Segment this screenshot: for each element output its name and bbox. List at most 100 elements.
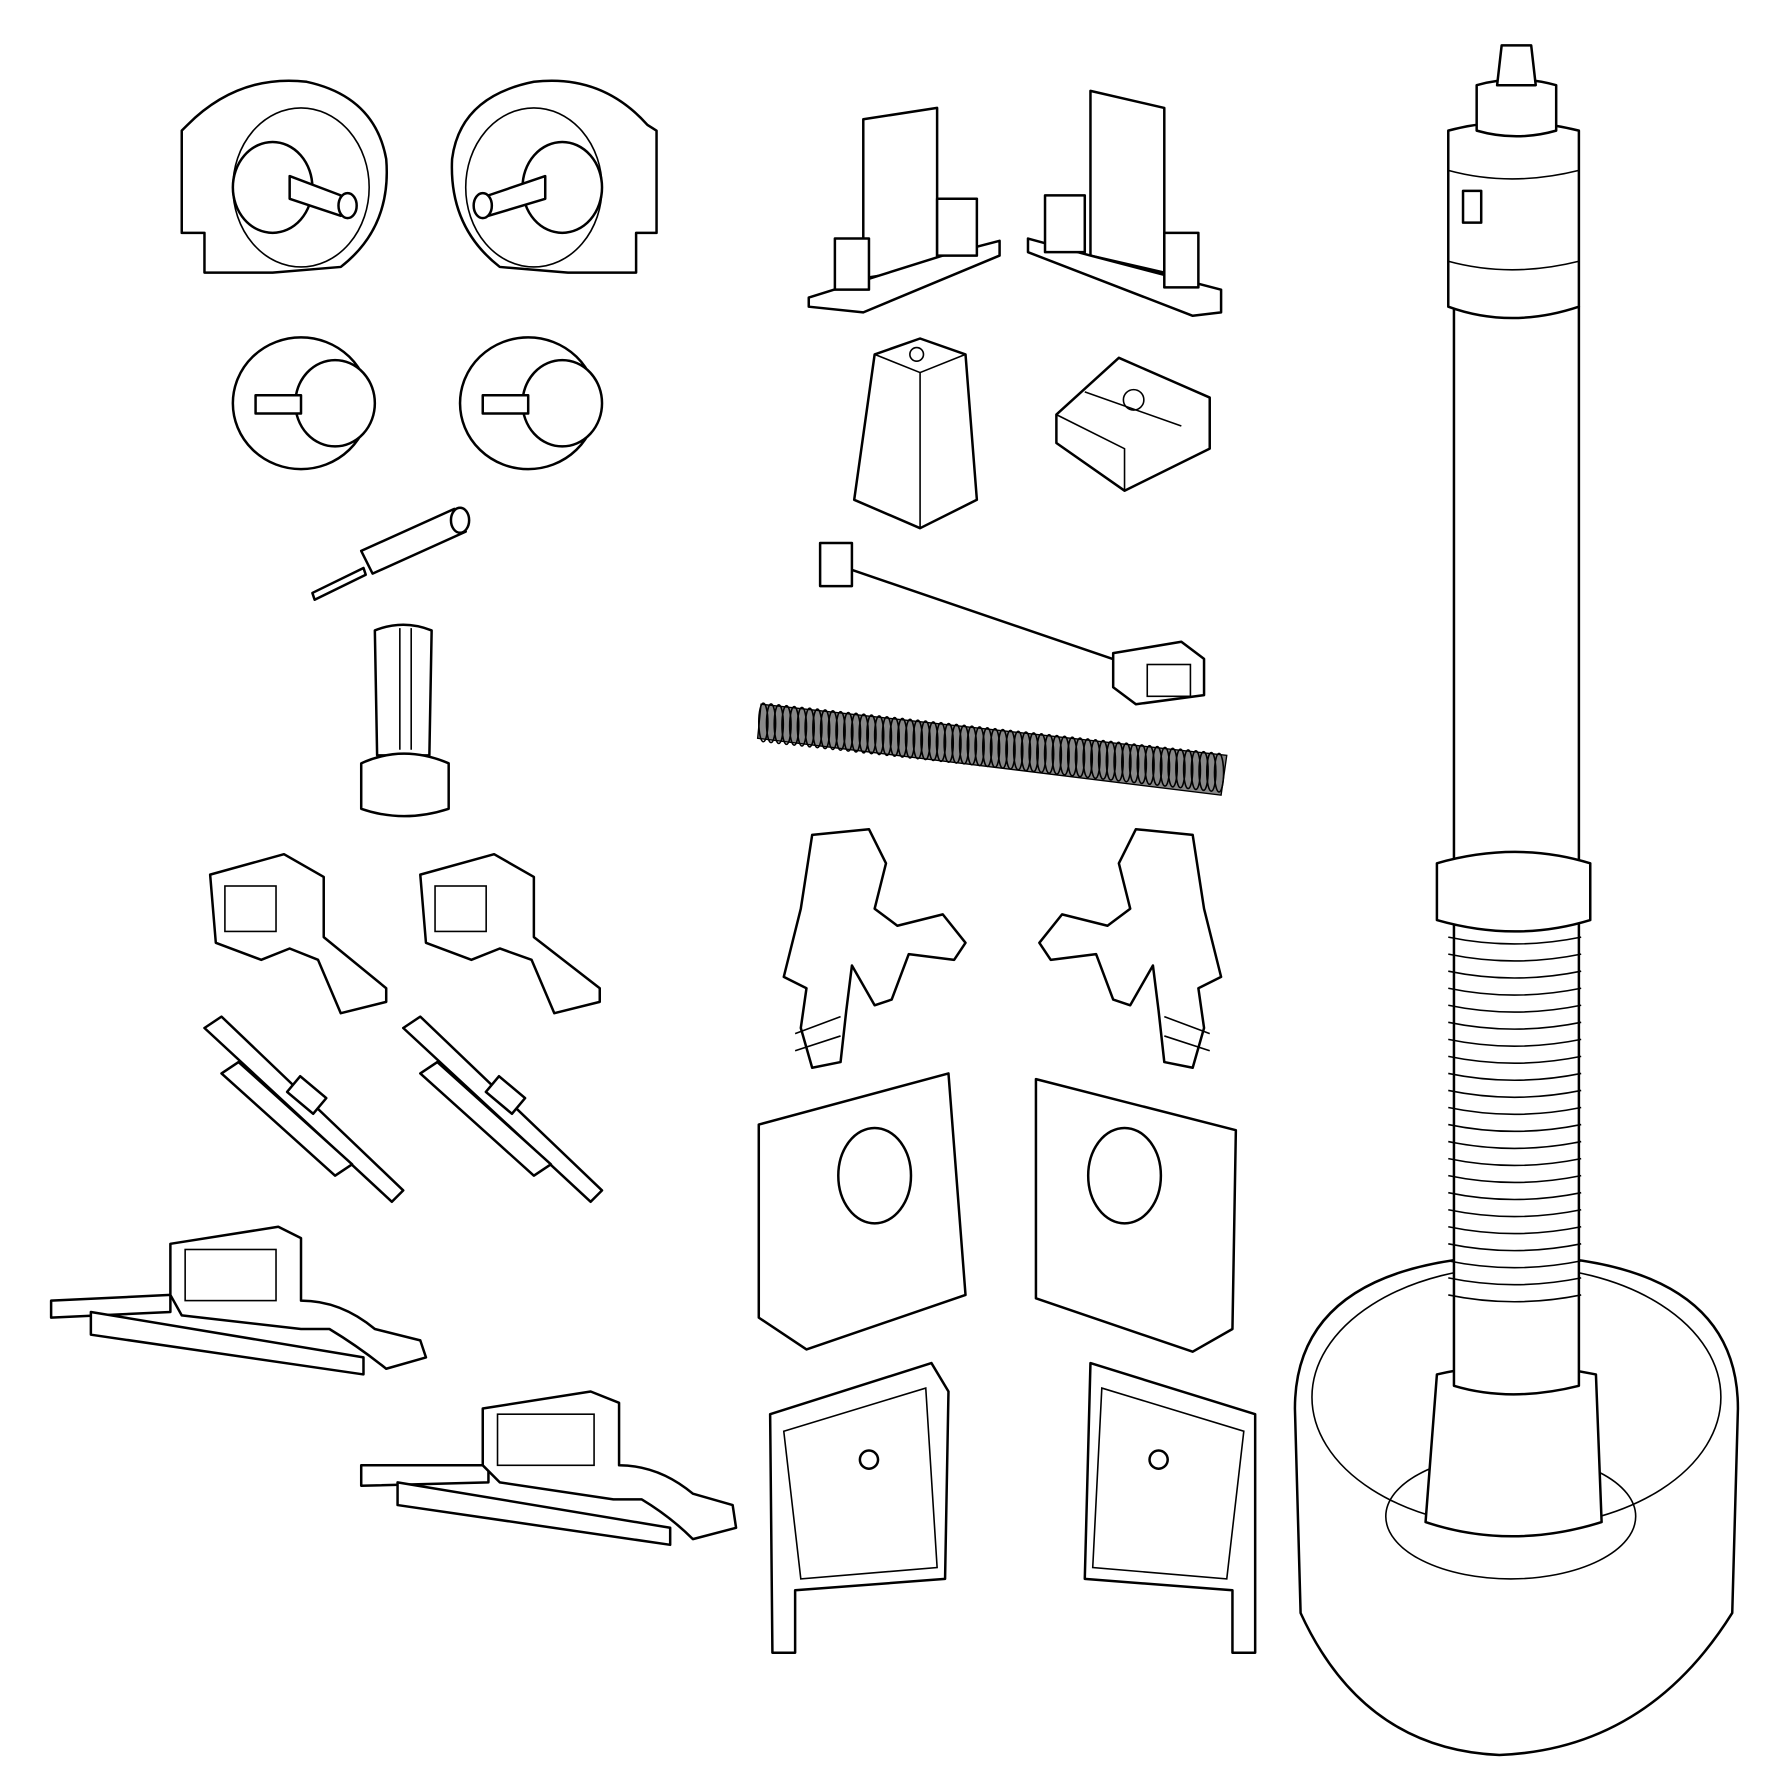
tube-rib (1448, 1225, 1582, 1235)
spring-coil (1082, 738, 1094, 779)
tube-rib (1448, 1157, 1582, 1167)
spring-coil (827, 709, 839, 751)
spring-coil (989, 727, 1001, 769)
spring-coil (1167, 747, 1179, 788)
spring-coil (1151, 745, 1163, 786)
spring-coil (943, 722, 955, 763)
spring-coil (1182, 749, 1194, 790)
spring-coil (897, 717, 908, 758)
bracket-clip-right (419, 852, 602, 1015)
tube-rib (1448, 1208, 1582, 1218)
spring-coil (850, 712, 862, 753)
spring-coil (1198, 750, 1209, 792)
rail-bracket-large-left (49, 1225, 428, 1376)
spring-coil (1097, 739, 1109, 781)
side-plate-right (1034, 1077, 1238, 1353)
spring-coil (796, 706, 808, 747)
end-cap-right (450, 79, 658, 274)
spring-coil (788, 705, 800, 746)
spring-coil (819, 709, 831, 750)
rod-with-end-blocks (818, 541, 1206, 706)
spring-coil (997, 728, 1009, 769)
spring-coil (1005, 729, 1016, 770)
spring-coil (812, 708, 823, 749)
spring-coil (904, 718, 916, 759)
tube-rib (1448, 1123, 1582, 1133)
tube-rib (1448, 1021, 1582, 1030)
mount-block (1055, 356, 1211, 492)
tube-rib (1448, 1106, 1582, 1116)
spring-coil (1136, 744, 1148, 785)
spring-coil (765, 703, 777, 744)
tube-rib (1448, 936, 1582, 945)
tube-rib (1448, 1004, 1582, 1013)
tube-rib (1448, 987, 1582, 996)
spring-coil (927, 721, 939, 762)
spring-coil (1028, 732, 1040, 773)
tube-rib (1448, 1055, 1582, 1064)
spring-coil (1159, 746, 1171, 787)
spring-coil (1051, 734, 1063, 775)
spring-coil (835, 710, 846, 752)
spring-coil (1020, 731, 1032, 772)
spring-coil (858, 713, 870, 754)
spring-coil (1205, 751, 1217, 792)
spring-coil (781, 704, 792, 746)
bushing-right (458, 336, 604, 471)
tapered-block (852, 337, 979, 530)
rail-slider-right (401, 1015, 604, 1204)
spring-coil (873, 715, 885, 756)
spring-coil (773, 704, 785, 745)
tube-rib (1448, 1294, 1582, 1303)
tube-rib (1448, 1243, 1582, 1252)
rail-bracket-large-right (359, 1390, 738, 1547)
spring-coil (1074, 737, 1086, 778)
tube-rib (1448, 1038, 1582, 1047)
tube-rib (1448, 970, 1582, 979)
spring-coil (1090, 738, 1101, 780)
spring-coil (889, 716, 900, 758)
spring-coil (935, 721, 947, 763)
spring-coil (1121, 742, 1132, 783)
spring-coil (1036, 732, 1047, 774)
motor-tube-assembly (1293, 44, 1740, 1757)
guide-stand-right (1026, 89, 1223, 318)
spring-coil (866, 714, 877, 755)
spring-coil (842, 711, 854, 752)
tube-rib (1448, 1072, 1582, 1082)
motor-clip-right (1038, 827, 1223, 1069)
spring-coil (1066, 736, 1078, 777)
tube-rib (1448, 1089, 1582, 1099)
bushing-left (231, 336, 377, 471)
spring-coil (1175, 748, 1186, 789)
spring-coil (757, 702, 769, 743)
spring-coil (1059, 735, 1070, 776)
guide-stand-left (807, 106, 1001, 314)
spring-coil (1043, 733, 1055, 775)
motor-clip-left (782, 827, 967, 1069)
spring-coil (981, 727, 993, 768)
pin (311, 506, 471, 602)
spring-coil (920, 720, 931, 761)
spring-coil (1012, 730, 1024, 771)
tube-rib (1448, 1174, 1582, 1184)
spring-coil (966, 725, 978, 766)
spring-coil (1144, 744, 1155, 786)
coil-spring (756, 702, 1228, 796)
spring-coil (1105, 740, 1117, 781)
end-cap-left (180, 79, 389, 274)
tube-rib (1448, 1191, 1582, 1201)
spring-coil (1190, 750, 1202, 791)
tube-rib (1448, 1277, 1582, 1286)
spring-coil (1213, 752, 1225, 793)
spring-coil (1128, 743, 1140, 784)
bracket-clip-left (208, 852, 388, 1015)
spring-coil (912, 719, 924, 760)
spring-coil (974, 726, 985, 767)
spring-coil (881, 715, 893, 757)
spring-coil (804, 707, 816, 748)
spring-coil (1113, 741, 1124, 782)
spring-coil (951, 723, 962, 764)
tube-rib (1448, 1260, 1582, 1269)
